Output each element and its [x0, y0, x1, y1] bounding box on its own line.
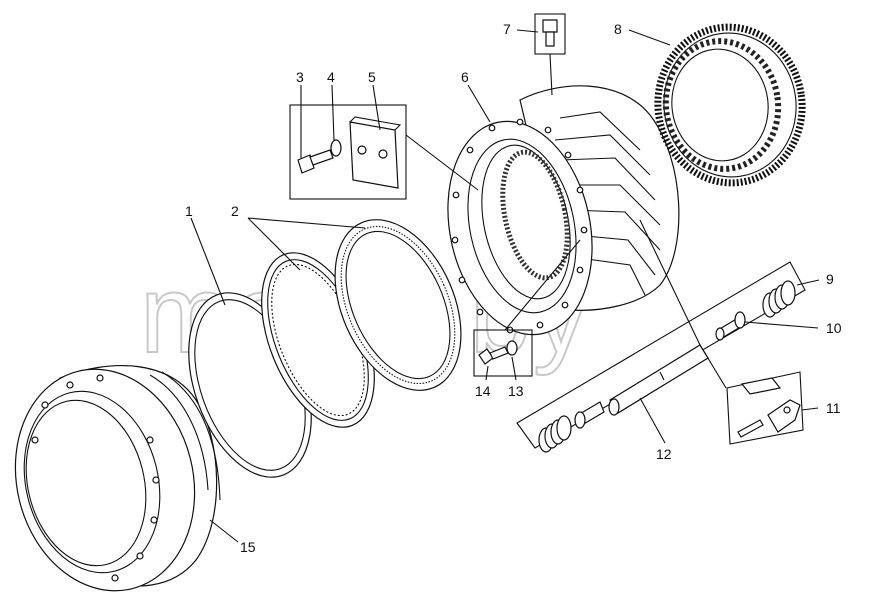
part-15-housing	[14, 364, 221, 592]
part-5-plate	[349, 116, 402, 189]
part-6-flange-holes	[451, 118, 588, 334]
callout-14: 14	[475, 383, 491, 399]
callout-13: 13	[508, 383, 524, 399]
part-3-bolt	[297, 149, 334, 174]
part-9-spring-lower	[538, 415, 572, 453]
part-13-washer	[506, 340, 518, 356]
callout-8: 8	[614, 21, 622, 37]
callout-4: 4	[327, 69, 335, 85]
callout-11: 11	[826, 400, 841, 416]
part-10-plug	[715, 311, 746, 341]
part-8-ring-gear	[654, 23, 806, 187]
part-15-bolt-holes	[31, 374, 160, 582]
parts-9-12-pin-assembly	[516, 219, 806, 453]
callout-9: 9	[826, 271, 834, 287]
callout-10: 10	[826, 320, 842, 336]
callout-2: 2	[231, 203, 239, 219]
part-2-seal-ring-large	[334, 219, 462, 391]
callout-labels: 1 2 3 4 5 6 7 8 9 10 11 12 13 14 15	[185, 21, 842, 555]
parts-13-14-bolt-group	[473, 239, 581, 377]
callout-3: 3	[296, 69, 304, 85]
leader-lines	[190, 29, 820, 543]
callout-12: 12	[656, 446, 672, 462]
part-7-bolt	[534, 13, 566, 96]
part-6-hub	[447, 85, 680, 336]
callout-15: 15	[240, 539, 256, 555]
part-4-washer	[330, 139, 342, 157]
part-12-shaft	[574, 344, 709, 429]
callout-1: 1	[185, 203, 193, 219]
callout-6: 6	[461, 69, 469, 85]
part-11-clip-group	[699, 344, 804, 445]
callout-7: 7	[503, 21, 511, 37]
part-9-spring	[762, 280, 796, 318]
callout-5: 5	[368, 69, 376, 85]
